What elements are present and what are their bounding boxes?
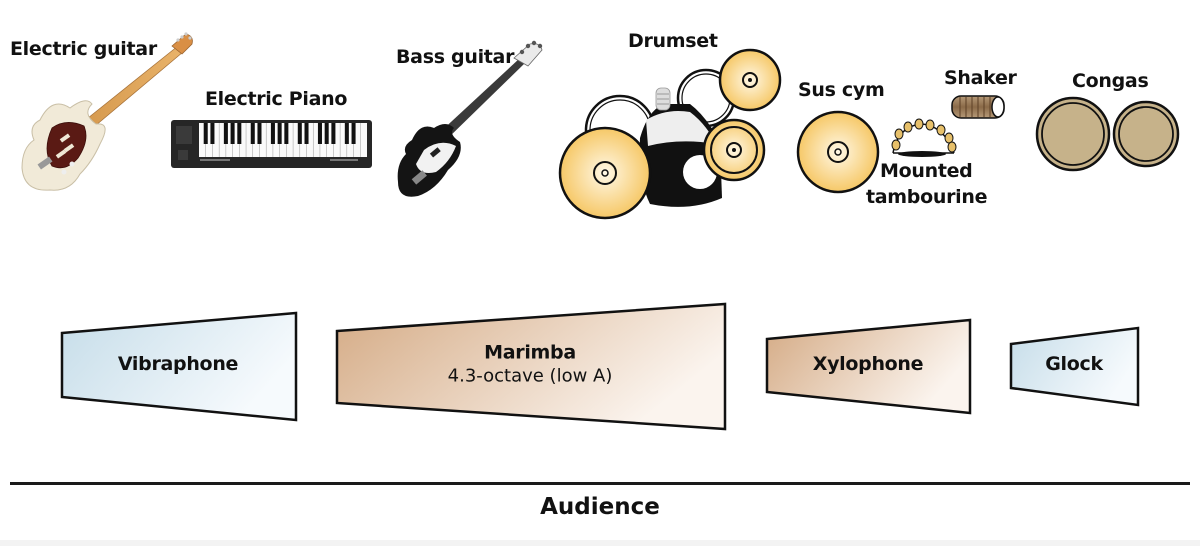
black-key bbox=[297, 123, 302, 144]
tambourine-icon bbox=[891, 118, 957, 157]
black-key bbox=[270, 123, 275, 144]
glock-label-group: Glock bbox=[1045, 353, 1103, 375]
electric-piano-label: Electric Piano bbox=[205, 88, 348, 110]
xylophone-label: Xylophone bbox=[812, 353, 924, 375]
shaker-label: Shaker bbox=[944, 67, 1017, 89]
black-key bbox=[237, 123, 242, 144]
marimba-label: Marimba bbox=[484, 341, 576, 364]
black-key bbox=[324, 123, 329, 144]
black-key bbox=[317, 123, 322, 144]
bass-guitar-icon bbox=[397, 40, 543, 197]
black-key bbox=[277, 123, 282, 144]
black-key bbox=[250, 123, 255, 144]
xylophone-label-group: Xylophone bbox=[813, 353, 924, 375]
black-key bbox=[203, 123, 208, 144]
xylophone-shape bbox=[765, 318, 972, 415]
black-key bbox=[210, 123, 215, 144]
vibraphone-label: Vibraphone bbox=[117, 353, 239, 375]
electric-guitar-label: Electric guitar bbox=[10, 38, 157, 60]
sus-cym-label: Sus cym bbox=[798, 79, 885, 101]
stage-edge-line bbox=[10, 482, 1190, 485]
black-key bbox=[351, 123, 356, 144]
keyboard-icon bbox=[171, 120, 372, 168]
black-key bbox=[257, 123, 262, 144]
glock-label: Glock bbox=[1045, 353, 1103, 375]
drumset-icon bbox=[558, 48, 782, 220]
black-key bbox=[284, 123, 289, 144]
congas-icon bbox=[1035, 96, 1180, 172]
audience-label: Audience bbox=[540, 494, 660, 520]
mounted-tambourine-label-line1: Mounted bbox=[880, 160, 973, 182]
black-key bbox=[331, 123, 336, 144]
marimba-subtitle: 4.3-octave (low A) bbox=[447, 365, 613, 387]
bass-guitar-label: Bass guitar bbox=[396, 46, 515, 68]
black-key bbox=[230, 123, 235, 144]
mounted-tambourine-label-line2: tambourine bbox=[866, 186, 988, 208]
glock-shape bbox=[1009, 326, 1140, 407]
drumset-label: Drumset bbox=[628, 30, 718, 52]
black-key bbox=[304, 123, 309, 144]
marimba-shape bbox=[335, 302, 727, 431]
electric-guitar-icon bbox=[21, 32, 193, 191]
bottom-divider bbox=[0, 540, 1200, 546]
marimba-label-group: Marimba 4.3-octave (low A) bbox=[448, 342, 613, 387]
congas-label: Congas bbox=[1072, 70, 1149, 92]
black-key bbox=[223, 123, 228, 144]
cymbal-icon bbox=[796, 110, 880, 194]
vibraphone-label-group: Vibraphone bbox=[117, 353, 239, 375]
vibraphone-shape bbox=[60, 311, 298, 422]
shaker-icon bbox=[951, 95, 1005, 119]
black-key bbox=[344, 123, 349, 144]
